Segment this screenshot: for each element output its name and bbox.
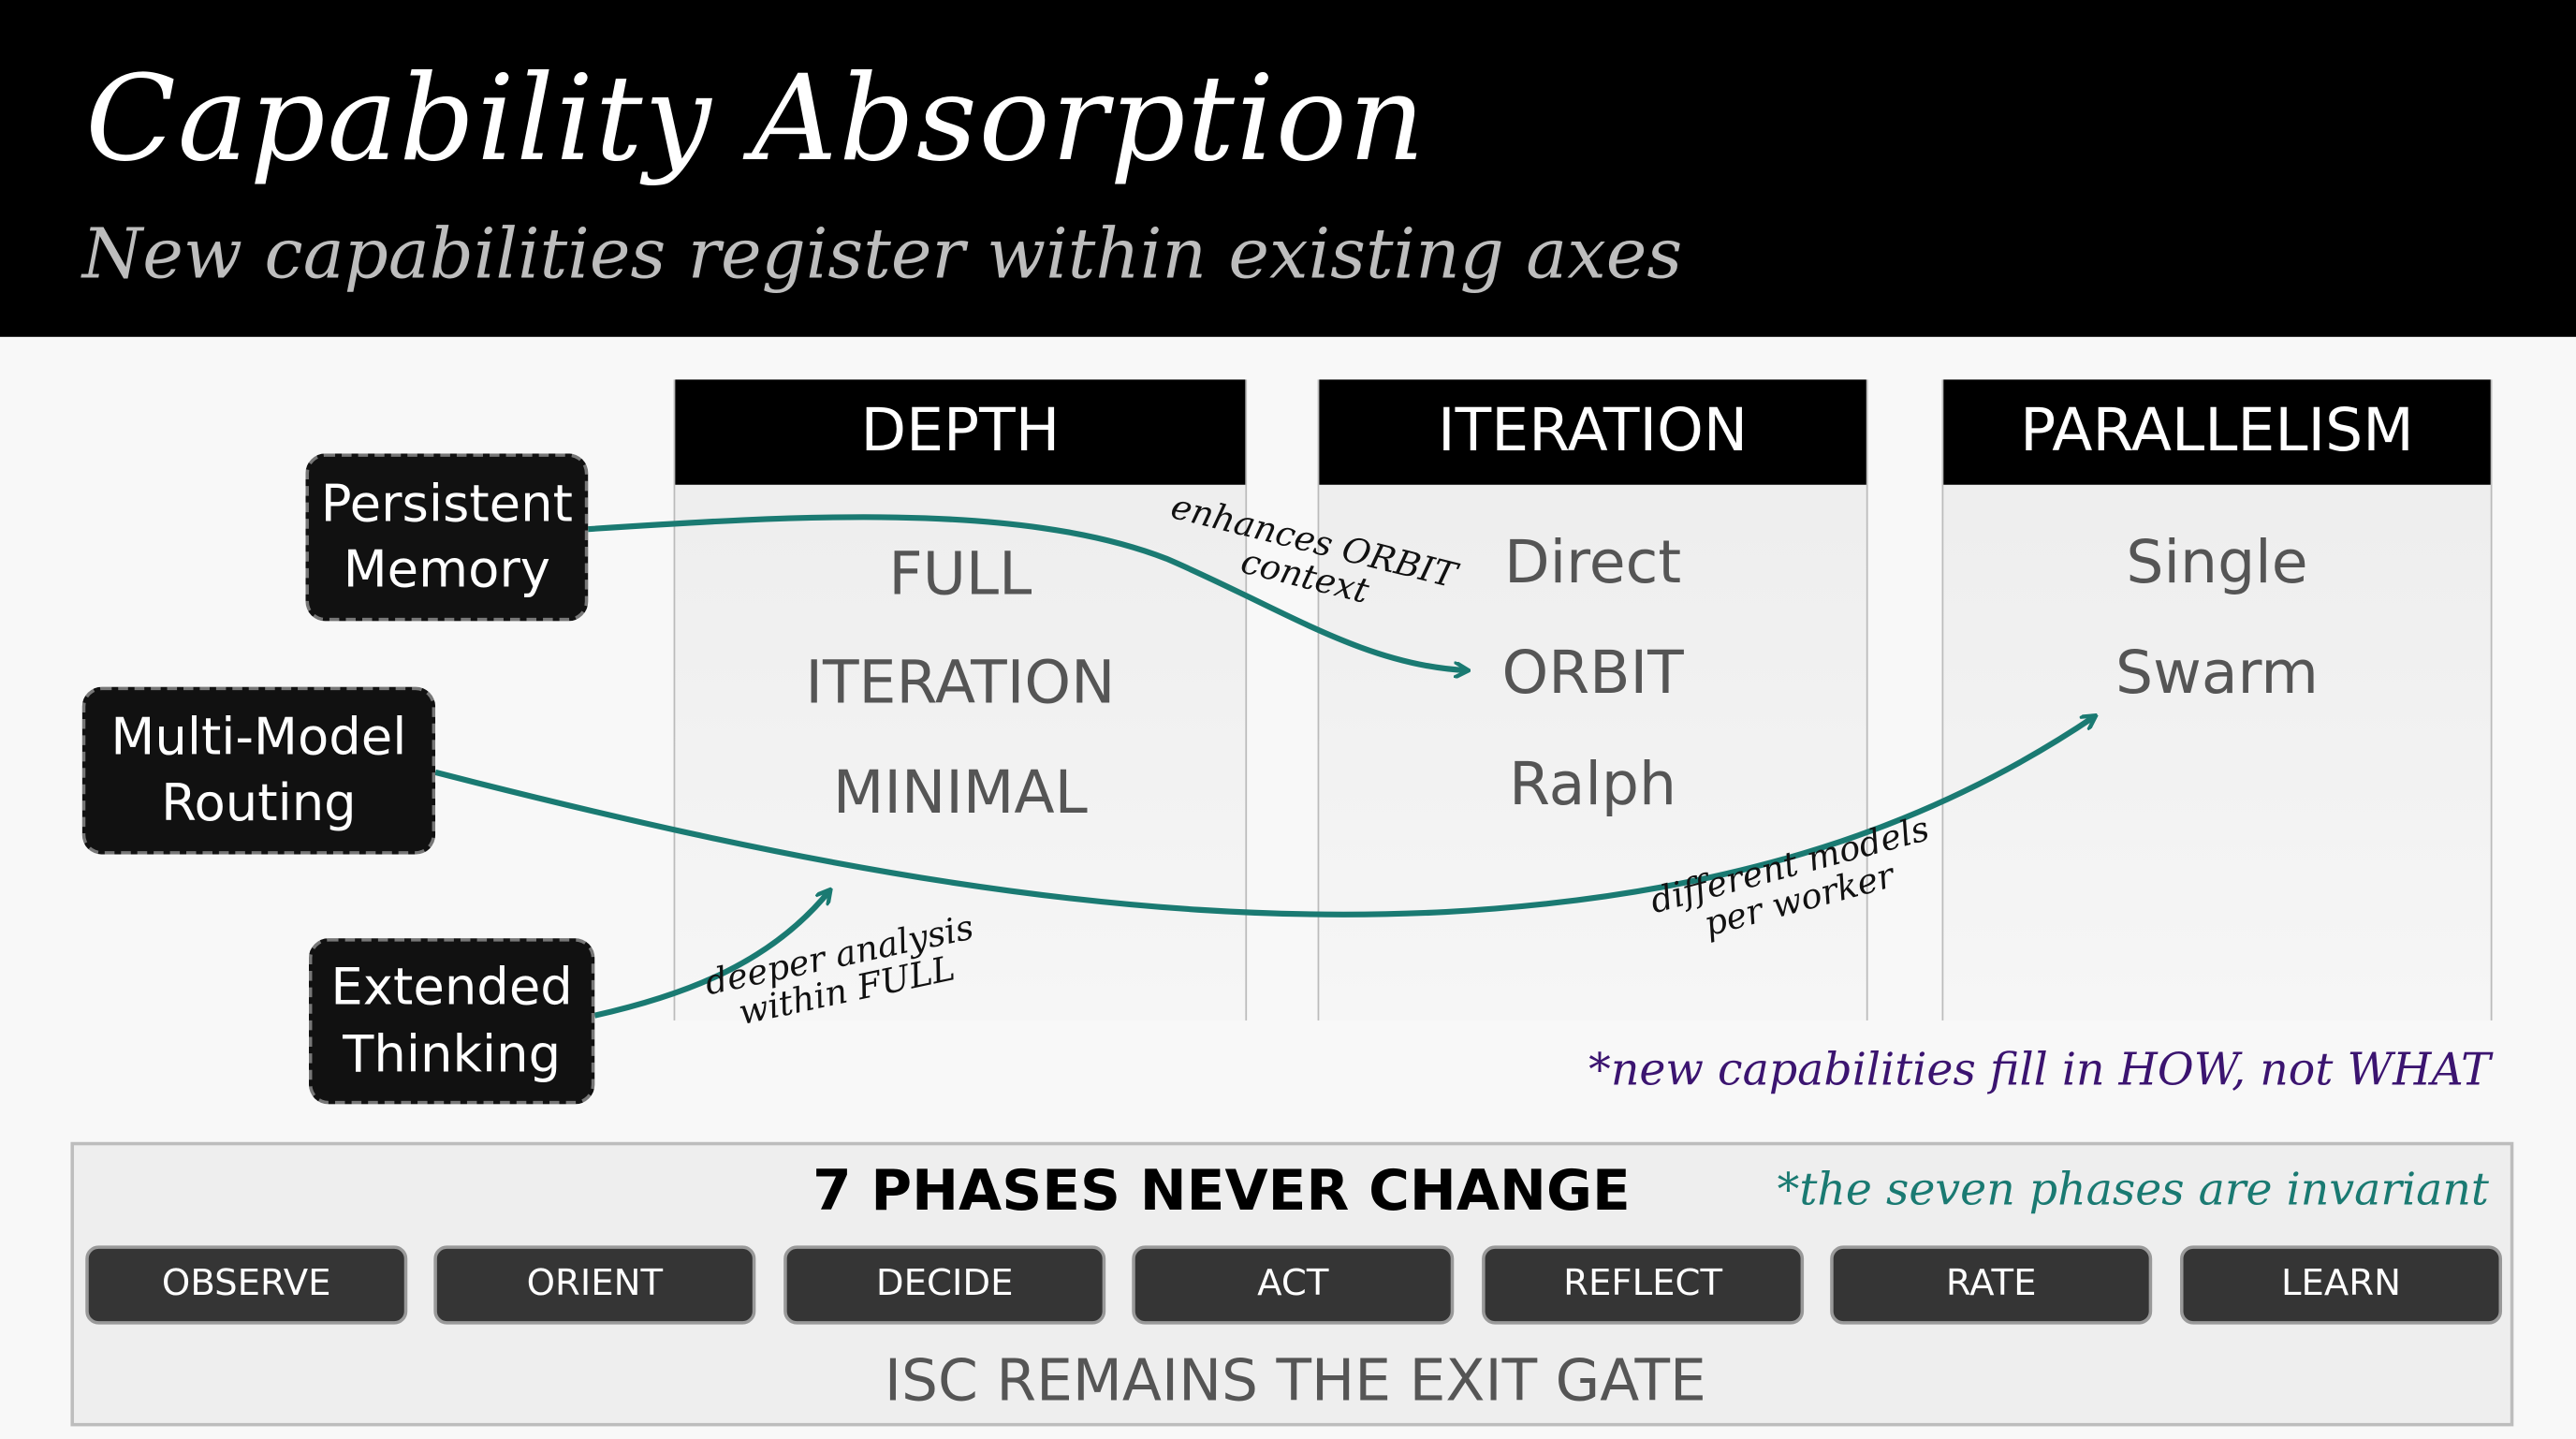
exit-gate-text: ISC REMAINS THE EXIT GATE — [884, 1348, 1706, 1416]
column-item: FULL — [888, 541, 1032, 609]
capability-label: Routing — [161, 773, 357, 833]
capability-label: Extended — [330, 958, 573, 1018]
capability-label: Persistent — [320, 474, 573, 534]
capability-extended-thinking: Extended Thinking — [308, 938, 595, 1105]
capability-persistent-memory: Persistent Memory — [305, 453, 589, 622]
arrow-thinking-to-full — [593, 890, 829, 1019]
phase-learn: LEARN — [2180, 1245, 2503, 1325]
phase-observe: OBSERVE — [85, 1245, 408, 1325]
column-item: MINIMAL — [832, 759, 1088, 828]
arrow-routing-to-swarm — [434, 716, 2095, 918]
invariant-note: *the seven phases are invariant — [1777, 1165, 2489, 1216]
phases-panel: 7 PHASES NEVER CHANGE *the seven phases … — [70, 1141, 2514, 1427]
column-header: PARALLELISM — [1943, 379, 2491, 485]
capability-label: Memory — [343, 540, 551, 600]
phase-act: ACT — [1132, 1245, 1455, 1325]
column-item: Direct — [1503, 530, 1682, 597]
phase-reflect: REFLECT — [1482, 1245, 1805, 1325]
column-item: ITERATION — [805, 650, 1116, 718]
slide-title: Capability Absorption — [85, 49, 1427, 188]
phase-rate: RATE — [1830, 1245, 2153, 1325]
capability-label: Multi-Model — [110, 707, 407, 768]
column-depth: DEPTH FULL ITERATION MINIMAL — [673, 379, 1248, 1021]
column-header: DEPTH — [675, 379, 1246, 485]
phases-title: 7 PHASES NEVER CHANGE — [812, 1158, 1631, 1225]
column-parallelism: PARALLELISM Single Swarm — [1941, 379, 2493, 1021]
header-band: Capability Absorption New capabilities r… — [0, 0, 2576, 337]
column-header: ITERATION — [1319, 379, 1866, 485]
column-item: Single — [2126, 530, 2308, 597]
column-item: ORBIT — [1501, 639, 1684, 708]
column-item: Swarm — [2115, 639, 2319, 708]
phase-orient: ORIENT — [433, 1245, 756, 1325]
phase-decide: DECIDE — [783, 1245, 1106, 1325]
column-item: Ralph — [1509, 751, 1677, 819]
slide-subtitle: New capabilities register within existin… — [81, 213, 1683, 295]
capability-label: Thinking — [343, 1024, 562, 1084]
capability-multi-model-routing: Multi-Model Routing — [81, 686, 436, 855]
arrow-memory-to-orbit — [588, 514, 1467, 670]
how-not-what-note: *new capabilities fill in HOW, not WHAT — [1588, 1045, 2491, 1096]
